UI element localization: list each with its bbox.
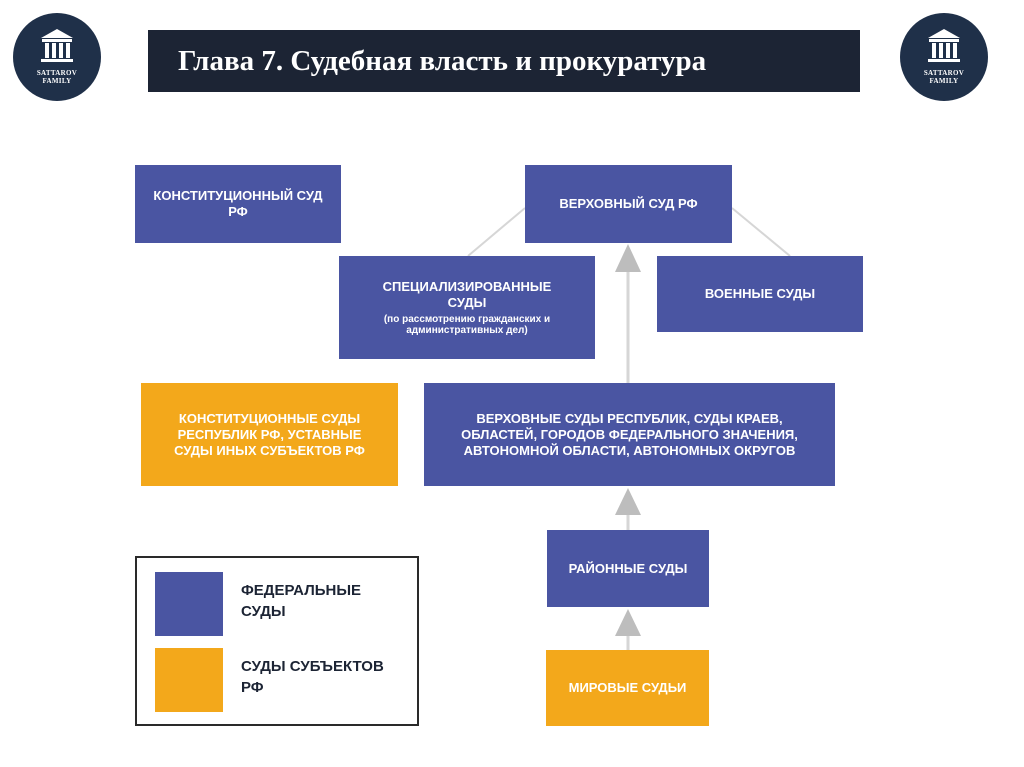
legend-subject-label: СУДЫ СУБЪЕКТОВ РФ [241,658,384,696]
supreme-court-box: ВЕРХОВНЫЙ СУД РФ [525,165,732,243]
specialized-courts-label: СПЕЦИАЛИЗИРОВАННЫЕ СУДЫ [382,279,552,310]
link-supreme-to-specialized [467,207,526,257]
magistrates-label: МИРОВЫЕ СУДЬИ [568,680,687,695]
district-courts-label: РАЙОННЫЕ СУДЫ [568,560,688,576]
courthouse-icon [928,29,960,62]
arrow-magistrates-to-district [615,609,641,636]
arrow-regional-to-supreme [615,244,641,272]
subject-constitutional-courts-label: КОНСТИТУЦИОННЫЕ СУДЫ РЕСПУБЛИК РФ, УСТАВ… [174,410,365,458]
specialized-courts-note: (по рассмотрению гражданских и администр… [383,314,551,336]
logo-right: SATTAROV FAMILY [900,13,988,101]
logo-brand-text: SATTAROV FAMILY [36,69,78,85]
military-courts-label: ВОЕННЫЕ СУДЫ [704,286,816,301]
constitutional-court-box: КОНСТИТУЦИОННЫЙ СУД РФ [135,165,341,243]
specialized-courts-box: СПЕЦИАЛИЗИРОВАННЫЕ СУДЫ (по рассмотрению… [339,256,595,359]
legend-federal-swatch [155,572,223,636]
logo-left: SATTAROV FAMILY [13,13,101,101]
supreme-court-label: ВЕРХОВНЫЙ СУД РФ [559,196,698,211]
regional-supreme-courts-label: ВЕРХОВНЫЕ СУДЫ РЕСПУБЛИК, СУДЫ КРАЕВ, ОБ… [461,410,798,458]
district-courts-box: РАЙОННЫЕ СУДЫ [547,530,709,607]
magistrates-box: МИРОВЫЕ СУДЬИ [546,650,709,726]
link-supreme-to-military [731,207,791,257]
legend-subject-swatch [155,648,223,712]
page-title: Глава 7. Судебная власть и прокуратура [148,30,860,92]
military-courts-box: ВОЕННЫЕ СУДЫ [657,256,863,332]
constitutional-court-label: КОНСТИТУЦИОННЫЙ СУД РФ [153,188,323,219]
legend-federal-label: ФЕДЕРАЛЬНЫЕ СУДЫ [241,582,362,620]
legend: ФЕДЕРАЛЬНЫЕ СУДЫ СУДЫ СУБЪЕКТОВ РФ [135,556,419,726]
logo-brand-text: SATTAROV FAMILY [923,69,965,85]
arrow-district-to-regional [615,488,641,515]
regional-supreme-courts-box: ВЕРХОВНЫЕ СУДЫ РЕСПУБЛИК, СУДЫ КРАЕВ, ОБ… [424,383,835,486]
courthouse-icon [41,29,73,62]
subject-constitutional-courts-box: КОНСТИТУЦИОННЫЕ СУДЫ РЕСПУБЛИК РФ, УСТАВ… [141,383,398,486]
